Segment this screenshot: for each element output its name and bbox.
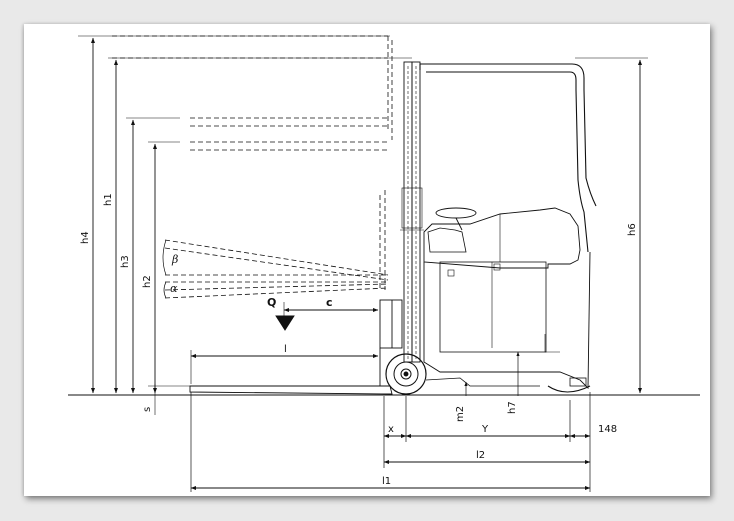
overhead-guard [419,63,597,253]
truck-body [423,207,591,390]
l2-label: l2 [476,450,485,461]
drawing-sheet [24,24,710,496]
m2-label: m2 [455,406,466,422]
l1-label: l1 [382,476,391,487]
raised-fork-positions [112,35,393,299]
h3-label: h3 [120,255,131,268]
h6-label: h6 [627,223,638,236]
mast [400,61,424,363]
load-q-arrow-icon [275,315,295,331]
steering-wheel [435,207,477,231]
rear-wheel [547,385,591,393]
tilt-angle-beta-arc [162,239,167,276]
l-label: l [284,344,287,355]
h2-label: h2 [142,275,153,288]
q-label: Q [267,296,276,309]
alpha-label: α [170,282,178,295]
front-wheel [385,353,427,395]
x-label: x [388,424,394,435]
chassis-frame [425,377,540,387]
tilt-angle-alpha-arc [163,281,167,299]
h1-label: h1 [103,193,114,206]
beta-label: β [171,253,178,266]
s-label: s [142,407,153,412]
h7-label: h7 [507,401,518,414]
y-label: Y [481,424,489,435]
driver-seat [427,227,467,253]
fork-carriage [189,299,403,395]
d148-label: 148 [598,424,617,435]
c-label: c [326,296,333,309]
h4-label: h4 [80,231,91,244]
